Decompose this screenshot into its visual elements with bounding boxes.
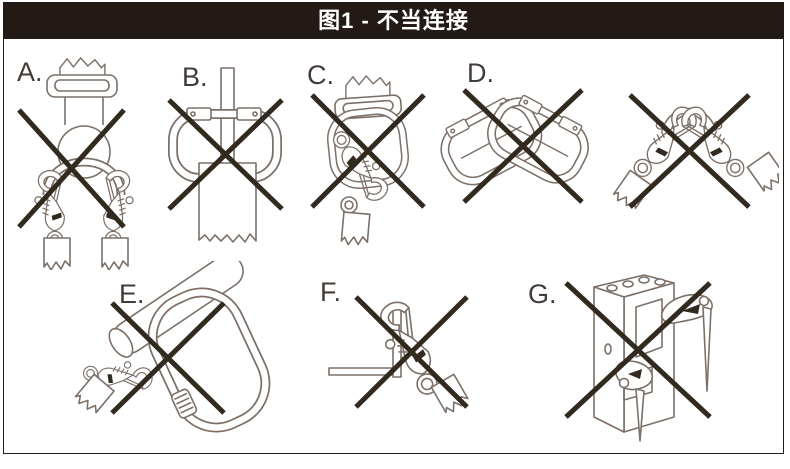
illustration-two-hooks-one-ring (17, 57, 134, 271)
figure-frame: 图1 - 不当连接 (3, 2, 784, 454)
figure-content: A. B. C. D. E. F. G. (4, 39, 783, 452)
illustration-hooks-on-beam (564, 274, 713, 442)
x-mark-icon (564, 281, 712, 419)
panel-c (299, 59, 439, 259)
right-carabiner (483, 89, 595, 187)
illustration-hook-on-thin-edge (328, 295, 471, 416)
hanging-webbing (198, 162, 257, 243)
x-mark-icon (17, 108, 126, 229)
panel-label-f: F. (320, 277, 342, 307)
lanyard-webbing (340, 211, 371, 248)
panel-label-e: E. (119, 279, 145, 309)
panel-label-g: G. (528, 279, 557, 309)
panel-label-a: A. (17, 57, 43, 87)
x-mark-icon (628, 93, 751, 209)
ring-drawing (327, 107, 409, 189)
figure-title: 图1 - 不当连接 (318, 8, 469, 33)
panel-g (524, 261, 783, 452)
d-ring-drawing (42, 157, 126, 196)
x-mark-icon (462, 88, 584, 204)
figure-header: 图1 - 不当连接 (4, 3, 783, 39)
panel-label-c: C. (307, 60, 334, 90)
x-mark-icon (354, 295, 469, 409)
panel-label-b: B. (182, 62, 208, 92)
right-snap-hook (674, 99, 758, 182)
illustration-connector-to-connector (434, 57, 783, 213)
shackle-link (340, 196, 358, 214)
panel-b (164, 63, 299, 258)
panel-label-d: D. (467, 58, 494, 88)
illustration-carabiner-on-pipe (72, 254, 271, 433)
panel-a (9, 55, 159, 275)
illustration-hook-in-ring (310, 75, 426, 248)
x-mark-icon (167, 98, 284, 211)
right-lanyard-webbing (746, 151, 783, 195)
panel-e (64, 254, 314, 452)
x-mark-icon (110, 301, 226, 415)
panel-f (314, 267, 519, 427)
x-mark-icon (310, 93, 426, 209)
lower-rebar-hook (615, 360, 653, 442)
illustration-carabiner-over-bar (167, 67, 284, 243)
large-carabiner (147, 287, 271, 433)
panel-d (434, 57, 783, 227)
